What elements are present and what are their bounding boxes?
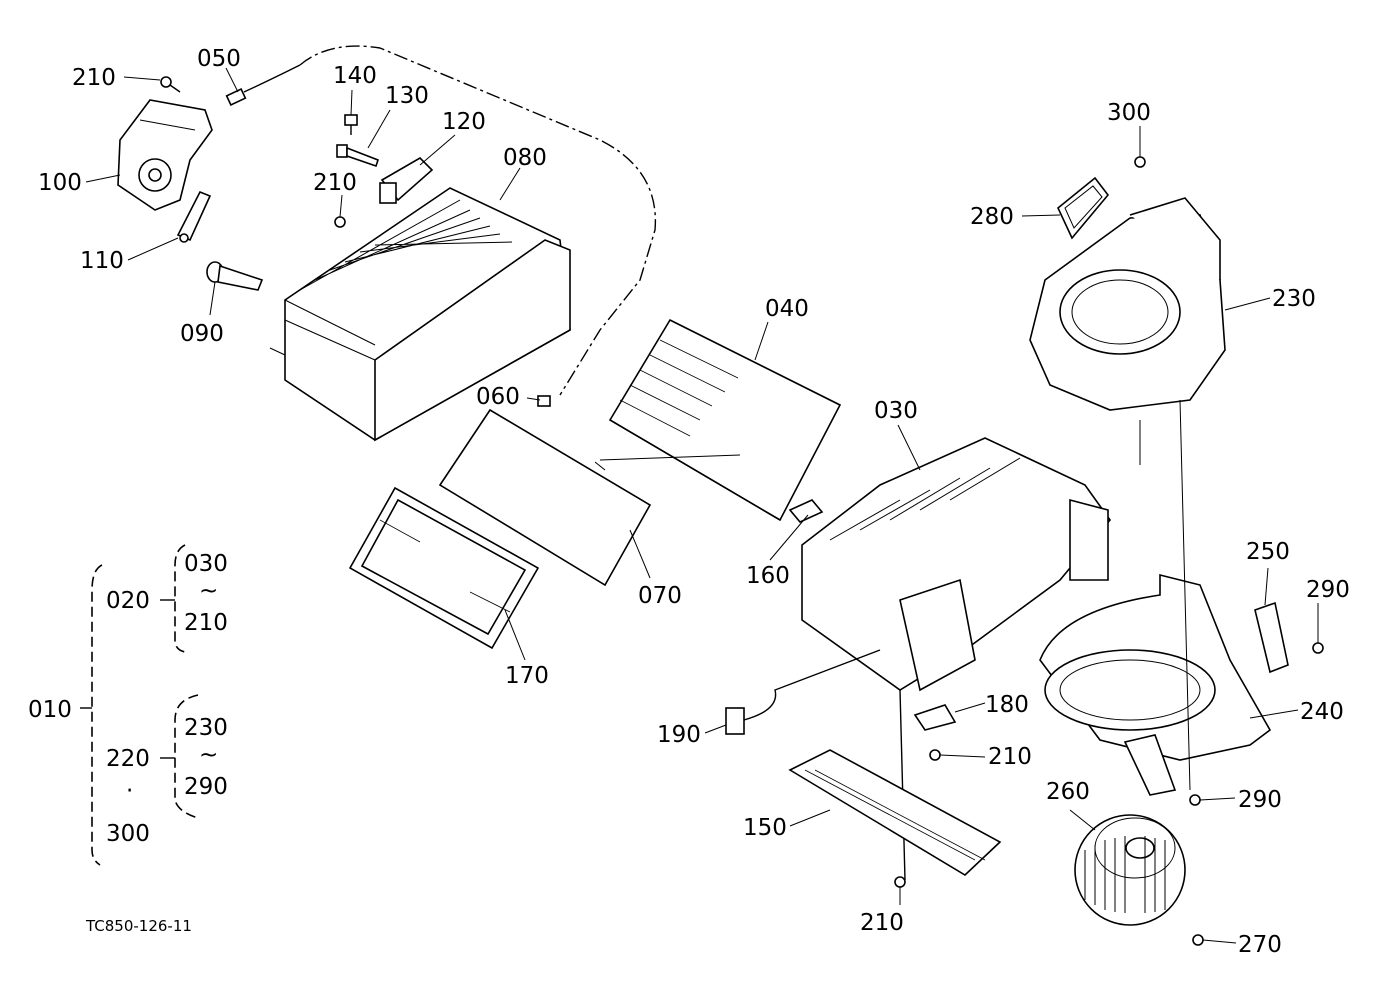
connector-050 bbox=[225, 64, 301, 106]
tree-group2-dot: · bbox=[126, 778, 133, 804]
filter-170 bbox=[348, 486, 540, 650]
tree-group2-to: 290 bbox=[184, 774, 228, 800]
tree-group1-to: 210 bbox=[184, 610, 228, 636]
callout-110: 110 bbox=[80, 248, 124, 274]
callout-290: 290 bbox=[1238, 787, 1282, 813]
link-rod bbox=[206, 261, 264, 291]
callout-240: 240 bbox=[1300, 699, 1344, 725]
callout-260: 260 bbox=[1046, 779, 1090, 805]
screw-icon bbox=[1189, 794, 1201, 806]
callout-250: 250 bbox=[1246, 539, 1290, 565]
lever-arm bbox=[176, 190, 212, 243]
callout-170: 170 bbox=[505, 663, 549, 689]
tree-group1-code: 020 bbox=[106, 588, 150, 614]
callout-labels: 050 210 140 130 120 080 210 100 110 090 … bbox=[38, 46, 1350, 958]
tree-group1-tilde: ~ bbox=[199, 578, 218, 604]
tree-group1-from: 030 bbox=[184, 551, 228, 577]
callout-210: 210 bbox=[860, 910, 904, 936]
tree-group2-tilde: ~ bbox=[199, 742, 218, 768]
callout-210: 210 bbox=[988, 744, 1032, 770]
leader-lines bbox=[85, 67, 1319, 944]
blower-fan-260 bbox=[1074, 814, 1186, 926]
callout-270: 270 bbox=[1238, 932, 1282, 958]
gasket-280 bbox=[1057, 176, 1110, 240]
callout-050: 050 bbox=[197, 46, 241, 72]
callout-140: 140 bbox=[333, 63, 377, 89]
callout-190: 190 bbox=[657, 722, 701, 748]
screw-icon bbox=[160, 76, 181, 93]
callout-130: 130 bbox=[385, 83, 429, 109]
callout-030: 030 bbox=[874, 398, 918, 424]
screw-icon bbox=[1134, 156, 1146, 168]
tree-group2-from: 230 bbox=[184, 715, 228, 741]
actuator-motor bbox=[117, 99, 213, 211]
sensor-120 bbox=[379, 156, 434, 204]
callout-090: 090 bbox=[180, 321, 224, 347]
sensor-190 bbox=[725, 649, 881, 735]
tree-group2-code: 220 bbox=[106, 746, 150, 772]
callout-040: 040 bbox=[765, 296, 809, 322]
callout-230: 230 bbox=[1272, 286, 1316, 312]
callout-210: 210 bbox=[72, 65, 116, 91]
pipe-160 bbox=[788, 499, 824, 523]
blower-housing-230 bbox=[1029, 197, 1226, 411]
tree-group2-extra: 300 bbox=[106, 821, 150, 847]
callout-160: 160 bbox=[746, 563, 790, 589]
drain-pan-150 bbox=[788, 749, 1002, 876]
resistor-250 bbox=[1254, 601, 1289, 674]
clip-060 bbox=[537, 395, 551, 407]
assembly-tree: 010 020 030 ~ 210 220 · 300 230 ~ 290 bbox=[28, 544, 228, 866]
callout-060: 060 bbox=[476, 384, 520, 410]
callout-080: 080 bbox=[503, 145, 547, 171]
bolt-140 bbox=[344, 114, 358, 135]
callout-070: 070 bbox=[638, 583, 682, 609]
main-unit-030 bbox=[801, 437, 1112, 881]
screw-icon bbox=[894, 876, 906, 888]
heater-core-070 bbox=[438, 408, 652, 587]
screw-icon bbox=[929, 749, 941, 761]
callout-100: 100 bbox=[38, 170, 82, 196]
screw-icon bbox=[1192, 934, 1204, 946]
evaporator-core-040 bbox=[599, 318, 842, 522]
callout-300: 300 bbox=[1107, 100, 1151, 126]
callout-120: 120 bbox=[442, 109, 486, 135]
upper-case-080 bbox=[269, 187, 571, 442]
blower-housing-240 bbox=[1039, 573, 1272, 796]
wire-harness-path bbox=[299, 45, 657, 396]
callout-290: 290 bbox=[1306, 577, 1350, 603]
callout-180: 180 bbox=[985, 692, 1029, 718]
screw-icon bbox=[1312, 642, 1324, 654]
callout-280: 280 bbox=[970, 204, 1014, 230]
tree-root: 010 bbox=[28, 697, 72, 723]
callout-150: 150 bbox=[743, 815, 787, 841]
bolt-130 bbox=[336, 144, 380, 168]
bracket-180 bbox=[913, 704, 957, 731]
drawing-code: TC850-126-11 bbox=[85, 917, 192, 935]
callout-210: 210 bbox=[313, 170, 357, 196]
screw-icon bbox=[334, 216, 346, 228]
